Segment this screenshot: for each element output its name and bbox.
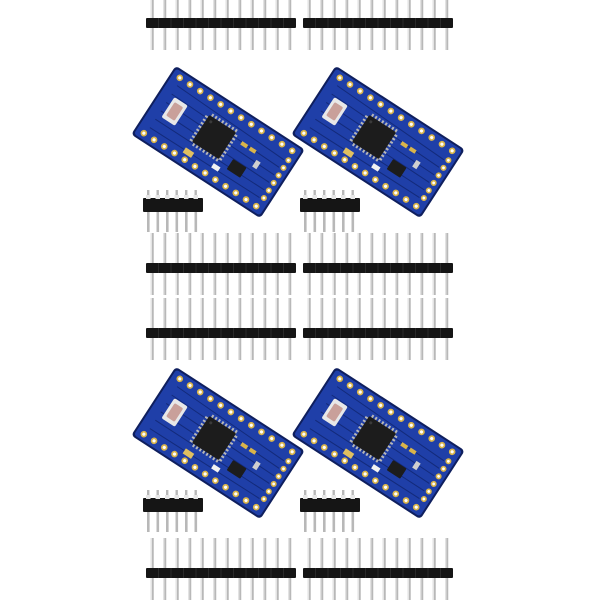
pin-header-long-7	[146, 538, 296, 600]
smd-component	[400, 442, 409, 450]
smd-component	[240, 442, 249, 450]
smd-component	[408, 146, 417, 154]
header-pin	[185, 212, 188, 232]
header-strip	[300, 498, 360, 512]
pin-header-long-1	[146, 0, 296, 50]
microcontroller-chip-icon	[189, 113, 238, 162]
regulator-icon	[227, 460, 247, 479]
pin-header-long-5	[146, 298, 296, 360]
smd-component	[248, 146, 257, 154]
pin-header-long-3	[146, 233, 296, 295]
header-pin	[342, 212, 345, 232]
header-pin	[332, 512, 336, 532]
header-strip	[300, 198, 360, 212]
header-pin	[175, 512, 179, 532]
smd-component	[400, 141, 409, 149]
arduino-board-1	[132, 67, 304, 217]
arduino-board-2	[292, 67, 464, 217]
microcontroller-chip-icon	[349, 113, 398, 162]
smd-component	[240, 141, 249, 149]
header-pin	[313, 212, 317, 232]
crystal-icon	[342, 147, 355, 158]
microcontroller-chip-icon	[349, 414, 398, 463]
crystal-icon	[182, 147, 195, 158]
header-pin	[304, 512, 307, 532]
smd-component	[252, 460, 261, 471]
led-icon	[371, 163, 381, 172]
header-pin	[147, 512, 150, 532]
pin-header-short-2	[300, 190, 360, 232]
smd-component	[412, 159, 421, 170]
header-pin	[323, 512, 326, 532]
smd-component	[248, 447, 257, 455]
header-pin	[351, 212, 355, 232]
smd-component	[408, 447, 417, 455]
header-pin	[194, 512, 198, 532]
smd-component	[252, 159, 261, 170]
microcontroller-chip-icon	[189, 414, 238, 463]
header-strip	[143, 498, 203, 512]
header-pin	[332, 212, 336, 232]
smd-component	[412, 460, 421, 471]
header-pin	[156, 512, 160, 532]
header-pin	[351, 512, 355, 532]
header-pin	[156, 212, 160, 232]
pin-header-long-4	[303, 233, 453, 295]
header-pin	[342, 512, 345, 532]
pin-header-short-4	[300, 490, 360, 532]
pin-header-short-3	[143, 490, 203, 532]
crystal-icon	[342, 448, 355, 459]
led-icon	[211, 464, 221, 473]
header-pin	[313, 512, 317, 532]
led-icon	[211, 163, 221, 172]
header-pin	[166, 212, 169, 232]
header-pin	[194, 212, 198, 232]
regulator-icon	[387, 159, 407, 178]
header-pin	[304, 212, 307, 232]
crystal-icon	[182, 448, 195, 459]
header-pin	[175, 212, 179, 232]
header-pin	[147, 212, 150, 232]
led-icon	[371, 464, 381, 473]
header-strip	[143, 198, 203, 212]
header-pin	[166, 512, 169, 532]
pin-header-long-6	[303, 298, 453, 360]
arduino-board-3	[132, 368, 304, 518]
arduino-board-4	[292, 368, 464, 518]
header-pin	[323, 212, 326, 232]
regulator-icon	[387, 460, 407, 479]
pin-header-short-1	[143, 190, 203, 232]
header-pin	[185, 512, 188, 532]
regulator-icon	[227, 159, 247, 178]
pin-header-long-2	[303, 0, 453, 50]
pin-header-long-8	[303, 538, 453, 600]
